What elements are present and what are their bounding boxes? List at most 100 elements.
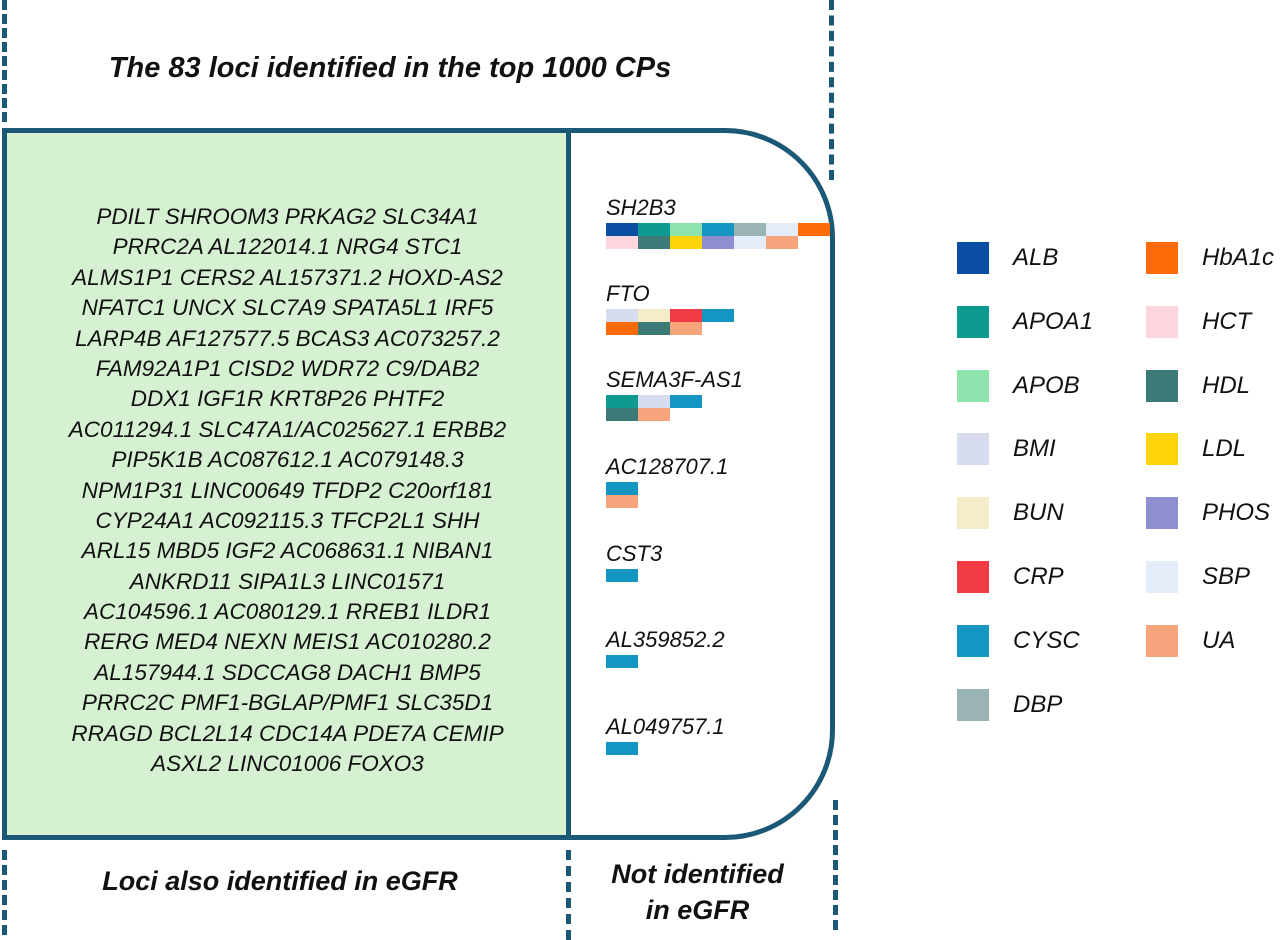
legend-item: CRP bbox=[957, 561, 1064, 593]
trait-swatch-hdl bbox=[606, 408, 638, 421]
trait-swatch-ua bbox=[638, 408, 670, 421]
loci-line: ASXL2 LINC01006 FOXO3 bbox=[151, 751, 424, 777]
trait-bar-row bbox=[606, 655, 725, 668]
trait-swatch-cysc bbox=[606, 482, 638, 495]
trait-bar-row bbox=[606, 309, 734, 322]
legend-label: CYSC bbox=[1013, 626, 1080, 654]
legend-label: HDL bbox=[1202, 371, 1251, 399]
trait-swatch-cysc bbox=[606, 742, 638, 755]
legend-label: APOB bbox=[1013, 371, 1080, 399]
trait-swatch-bun bbox=[638, 309, 670, 322]
gene-label: AL049757.1 bbox=[606, 714, 725, 739]
trait-bar-row bbox=[606, 236, 830, 249]
legend-item: CYSC bbox=[957, 624, 1080, 657]
loci-line: CYP24A1 AC092115.3 TFCP2L1 SHH bbox=[95, 507, 480, 533]
legend-label: PHOS bbox=[1202, 499, 1271, 527]
trait-swatch-dbp bbox=[734, 223, 766, 236]
trait-swatch-crp bbox=[670, 309, 702, 322]
legend-label: APOA1 bbox=[1013, 307, 1094, 335]
legend-item: BUN bbox=[957, 497, 1064, 530]
legend-swatch bbox=[957, 305, 989, 338]
legend-item: APOA1 bbox=[957, 305, 1094, 338]
loci-line: ANKRD11 SIPA1L3 LINC01571 bbox=[129, 568, 446, 594]
shared-loci-caption: Loci also identified in eGFR bbox=[102, 866, 458, 896]
loci-line: AL157944.1 SDCCAG8 DACH1 BMP5 bbox=[94, 659, 481, 685]
trait-bar-row bbox=[606, 495, 728, 508]
trait-bar-row bbox=[606, 569, 662, 582]
legend-swatch bbox=[1146, 369, 1178, 402]
legend-label: UA bbox=[1202, 626, 1236, 654]
legend-swatch bbox=[957, 369, 989, 402]
legend-label: LDL bbox=[1202, 435, 1247, 463]
unique-caption-line-1: Not identified bbox=[611, 859, 784, 889]
trait-swatch-apoa1 bbox=[638, 223, 670, 236]
legend-label: HCT bbox=[1202, 307, 1252, 335]
trait-swatch-cysc bbox=[702, 223, 734, 236]
trait-swatch-sbp bbox=[734, 236, 766, 249]
legend-swatch bbox=[957, 242, 989, 274]
gene-entry: AL359852.2 bbox=[606, 628, 725, 668]
loci-line: NFATC1 UNCX SLC7A9 SPATA5L1 IRF5 bbox=[81, 295, 494, 321]
trait-bar-row bbox=[606, 322, 734, 335]
legend-item: LDL bbox=[1146, 433, 1247, 466]
trait-bar-row bbox=[606, 742, 725, 755]
loci-frame bbox=[2, 128, 835, 840]
gene-label: SH2B3 bbox=[606, 195, 676, 220]
unique-caption-line-2: in eGFR bbox=[645, 895, 750, 925]
trait-swatch-hba1c bbox=[606, 322, 638, 335]
legend-label: DBP bbox=[1013, 690, 1063, 718]
trait-swatch-alb bbox=[606, 223, 638, 236]
trait-swatch-apoa1 bbox=[606, 395, 638, 408]
legend-item: ALB bbox=[957, 242, 1058, 274]
trait-swatch-hba1c bbox=[798, 223, 830, 236]
legend-swatch bbox=[1146, 433, 1178, 466]
dashed-line-bottom-left bbox=[2, 850, 7, 935]
legend-item: HDL bbox=[1146, 369, 1251, 402]
trait-swatch-ua bbox=[670, 322, 702, 335]
legend-label: BUN bbox=[1013, 499, 1064, 527]
legend-swatch bbox=[957, 497, 989, 530]
trait-swatch-sbp bbox=[766, 223, 798, 236]
trait-swatch-hdl bbox=[638, 236, 670, 249]
loci-line: DDX1 IGF1R KRT8P26 PHTF2 bbox=[130, 386, 445, 412]
trait-swatch-cysc bbox=[670, 395, 702, 408]
loci-line: LARP4B AF127577.5 BCAS3 AC073257.2 bbox=[75, 325, 500, 351]
loci-line: PIP5K1B AC087612.1 AC079148.3 bbox=[111, 447, 464, 473]
trait-swatch-hct bbox=[606, 236, 638, 249]
trait-bar-row bbox=[606, 395, 743, 408]
legend-item: BMI bbox=[957, 433, 1056, 466]
unique-loci-panel bbox=[0, 0, 1, 1]
shared-loci-panel bbox=[7, 133, 568, 835]
gene-label: AL359852.2 bbox=[606, 627, 725, 652]
legend-swatch bbox=[957, 624, 989, 657]
loci-line: AC104596.1 AC080129.1 RREB1 ILDR1 bbox=[84, 599, 491, 625]
trait-bar-row bbox=[606, 408, 743, 421]
gene-entry: SEMA3F-AS1 bbox=[606, 368, 743, 421]
gene-entry: SH2B3 bbox=[606, 196, 830, 249]
loci-line: NPM1P31 LINC00649 TFDP2 C20orf181 bbox=[81, 477, 494, 503]
legend-label: ALB bbox=[1013, 244, 1059, 271]
dashed-line-top-right bbox=[829, 0, 834, 180]
trait-bar-row bbox=[606, 223, 830, 236]
gene-entry: AC128707.1 bbox=[606, 455, 728, 508]
unique-loci-caption: Not identified in eGFR bbox=[580, 856, 815, 928]
gene-entry: CST3 bbox=[606, 542, 662, 582]
legend-label: BMI bbox=[1013, 435, 1056, 463]
loci-line: PDILT SHROOM3 PRKAG2 SLC34A1 bbox=[96, 204, 479, 229]
loci-line: AC011294.1 SLC47A1/AC025627.1 ERBB2 bbox=[68, 416, 507, 442]
legend-item: SBP bbox=[1146, 561, 1250, 593]
loci-line: PRRC2C PMF1-BGLAP/PMF1 SLC35D1 bbox=[81, 690, 494, 716]
dashed-line-top-left bbox=[2, 0, 7, 122]
trait-swatch-cysc bbox=[702, 309, 734, 322]
gene-entry: FTO bbox=[606, 282, 734, 335]
loci-line: RRAGD BCL2L14 CDC14A PDE7A CEMIP bbox=[71, 720, 504, 746]
legend-swatch bbox=[1146, 561, 1178, 593]
legend-swatch bbox=[1146, 624, 1178, 657]
legend-swatch bbox=[957, 561, 989, 593]
loci-line: ALMS1P1 CERS2 AL157371.2 HOXD-AS2 bbox=[72, 264, 503, 290]
legend-item: UA bbox=[1146, 624, 1236, 657]
loci-line: RERG MED4 NEXN MEIS1 AC010280.2 bbox=[84, 629, 491, 655]
legend-item: HbA1c bbox=[1146, 242, 1274, 274]
dashed-line-bottom-right bbox=[833, 800, 838, 930]
